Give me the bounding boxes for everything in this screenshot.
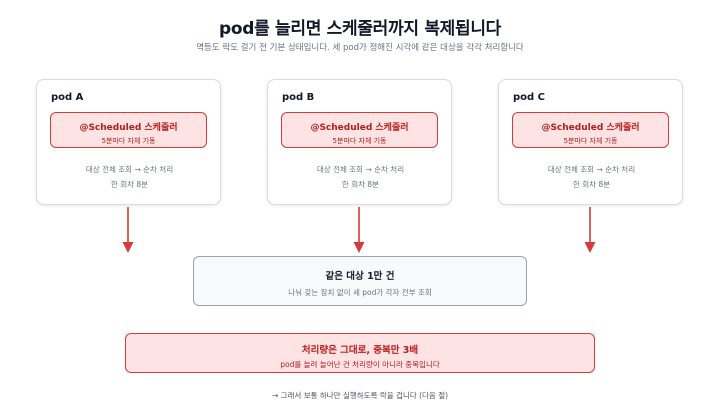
pod-b-scheduler-title: @Scheduled 스케줄러 <box>310 123 409 133</box>
pod-c-card: pod C @Scheduled 스케줄러 5분마다 자체 기동 대상 전체 조… <box>498 79 683 205</box>
pod-a-scheduler-sub: 5분마다 자체 기동 <box>101 137 156 145</box>
pod-b-scheduler-box: @Scheduled 스케줄러 5분마다 자체 기동 <box>281 112 438 148</box>
result-title: 처리량은 그대로, 중복만 3배 <box>301 345 419 356</box>
pod-a-desc-line2: 한 회차 8분 <box>110 180 149 189</box>
diagram-subtitle: 멱등도 락도 걸기 전 기본 상태입니다. 세 pod가 정해진 시각에 같은 … <box>196 43 524 53</box>
target-sub: 나눠 갖는 장치 없이 세 pod가 각자 전부 조회 <box>288 288 432 297</box>
pod-a-card: pod A @Scheduled 스케줄러 5분마다 자체 기동 대상 전체 조… <box>36 79 221 205</box>
pod-c-desc-line1: 대상 전체 조회 → 순차 처리 <box>547 165 636 174</box>
arrow-down-icon <box>122 207 134 253</box>
pod-b-desc-line2: 한 회차 8분 <box>341 180 380 189</box>
pod-c-scheduler-box: @Scheduled 스케줄러 5분마다 자체 기동 <box>512 112 669 148</box>
pod-c-desc-line2: 한 회차 8분 <box>572 180 611 189</box>
result-sub: pod를 늘려 늘어난 건 처리량이 아니라 중복입니다 <box>280 360 440 369</box>
pod-b-scheduler-sub: 5분마다 자체 기동 <box>332 137 387 145</box>
arrow-down-icon <box>353 207 365 253</box>
pod-b-desc-line1: 대상 전체 조회 → 순차 처리 <box>316 165 405 174</box>
arrow-down-icon <box>584 207 596 253</box>
footer-note: → 그래서 보통 하나만 실행하도록 락을 겁니다 (다음 절) <box>271 391 449 400</box>
result-box: 처리량은 그대로, 중복만 3배 pod를 늘려 늘어난 건 처리량이 아니라 … <box>125 333 595 373</box>
target-title: 같은 대상 1만 건 <box>325 271 395 282</box>
pod-a-scheduler-box: @Scheduled 스케줄러 5분마다 자체 기동 <box>50 112 207 148</box>
pod-c-scheduler-sub: 5분마다 자체 기동 <box>563 137 618 145</box>
pod-c-scheduler-title: @Scheduled 스케줄러 <box>541 123 640 133</box>
pod-b-card: pod B @Scheduled 스케줄러 5분마다 자체 기동 대상 전체 조… <box>267 79 452 205</box>
pod-c-name: pod C <box>513 92 546 103</box>
pod-a-desc-line1: 대상 전체 조회 → 순차 처리 <box>85 165 174 174</box>
diagram-title: pod를 늘리면 스케줄러까지 복제됩니다 <box>218 19 502 39</box>
target-box: 같은 대상 1만 건 나눠 갖는 장치 없이 세 pod가 각자 전부 조회 <box>193 256 527 306</box>
pod-b-name: pod B <box>282 92 315 103</box>
pod-a-name: pod A <box>51 92 84 103</box>
pod-a-scheduler-title: @Scheduled 스케줄러 <box>79 123 178 133</box>
